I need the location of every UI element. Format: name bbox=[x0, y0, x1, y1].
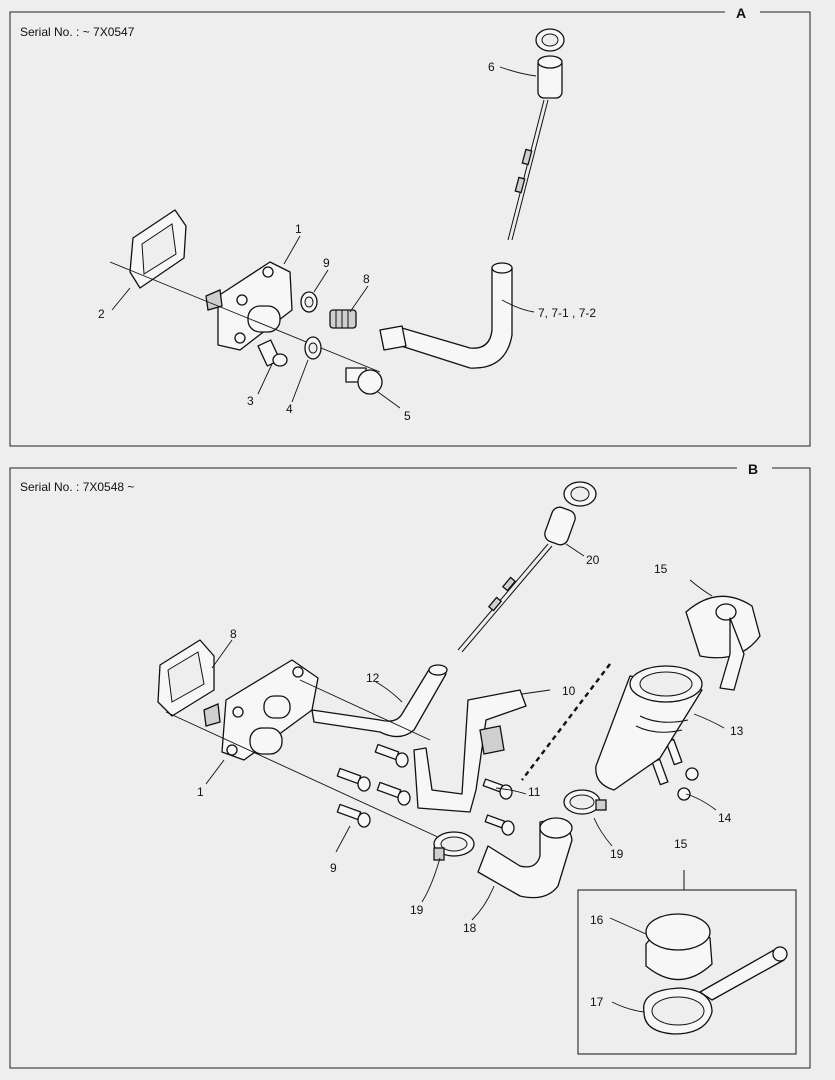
bracket-icon bbox=[203, 659, 319, 761]
oil-filler-pipe-icon bbox=[595, 665, 703, 791]
callout-label: 15 bbox=[654, 562, 668, 576]
callout-label: 8 bbox=[230, 627, 237, 641]
bolt-icon bbox=[257, 339, 288, 367]
hose-clamp-icon bbox=[433, 789, 607, 861]
oil-level-gauge-icon bbox=[457, 481, 597, 653]
filler-cap-icon bbox=[685, 595, 761, 691]
section-a: A Serial No. : ~ 7X0547 bbox=[9, 5, 811, 447]
hose-icon bbox=[477, 817, 573, 899]
bracket-icon bbox=[413, 689, 527, 813]
section-b-letter: B bbox=[748, 461, 758, 477]
callout-label: 9 bbox=[330, 861, 337, 875]
gasket-icon bbox=[157, 639, 215, 717]
callout-label: 18 bbox=[463, 921, 477, 935]
callout-label: 17 bbox=[590, 995, 604, 1009]
callout-label: 13 bbox=[730, 724, 744, 738]
oil-filler-pipe-icon bbox=[379, 262, 513, 369]
section-a-serial: Serial No. : ~ 7X0547 bbox=[20, 25, 135, 39]
callout-label: 8 bbox=[363, 272, 370, 286]
callout-label: 1 bbox=[197, 785, 204, 799]
o-ring-icon bbox=[300, 291, 322, 360]
section-b: B Serial No. : 7X0548 ~ bbox=[9, 461, 811, 1069]
bracket-icon bbox=[205, 261, 293, 351]
callout-label: 4 bbox=[286, 402, 293, 416]
drain-plug-icon bbox=[345, 367, 383, 395]
callout-label: 16 bbox=[590, 913, 604, 927]
callout-label: 10 bbox=[562, 684, 576, 698]
callout-label: 14 bbox=[718, 811, 732, 825]
gasket-icon bbox=[129, 209, 187, 289]
callout-label: 7, 7-1 , 7-2 bbox=[538, 306, 596, 320]
cap-inset-box bbox=[577, 870, 797, 1055]
callout-label: 12 bbox=[366, 671, 380, 685]
callout-label: 20 bbox=[586, 553, 600, 567]
section-b-serial: Serial No. : 7X0548 ~ bbox=[20, 480, 134, 494]
callout-label: 19 bbox=[410, 903, 424, 917]
union-fitting-icon bbox=[329, 309, 357, 329]
callout-label: 2 bbox=[98, 307, 105, 321]
callout-label: 6 bbox=[488, 60, 495, 74]
callout-label: 19 bbox=[610, 847, 624, 861]
callout-label: 15 bbox=[674, 837, 688, 851]
callout-label: 3 bbox=[247, 394, 254, 408]
callout-label: 11 bbox=[528, 785, 541, 799]
hose-icon bbox=[311, 664, 448, 738]
callout-label: 1 bbox=[295, 222, 302, 236]
oil-level-gauge-icon bbox=[507, 28, 565, 241]
callout-label: 5 bbox=[404, 409, 411, 423]
callout-label: 9 bbox=[323, 256, 330, 270]
section-a-letter: A bbox=[736, 5, 746, 21]
